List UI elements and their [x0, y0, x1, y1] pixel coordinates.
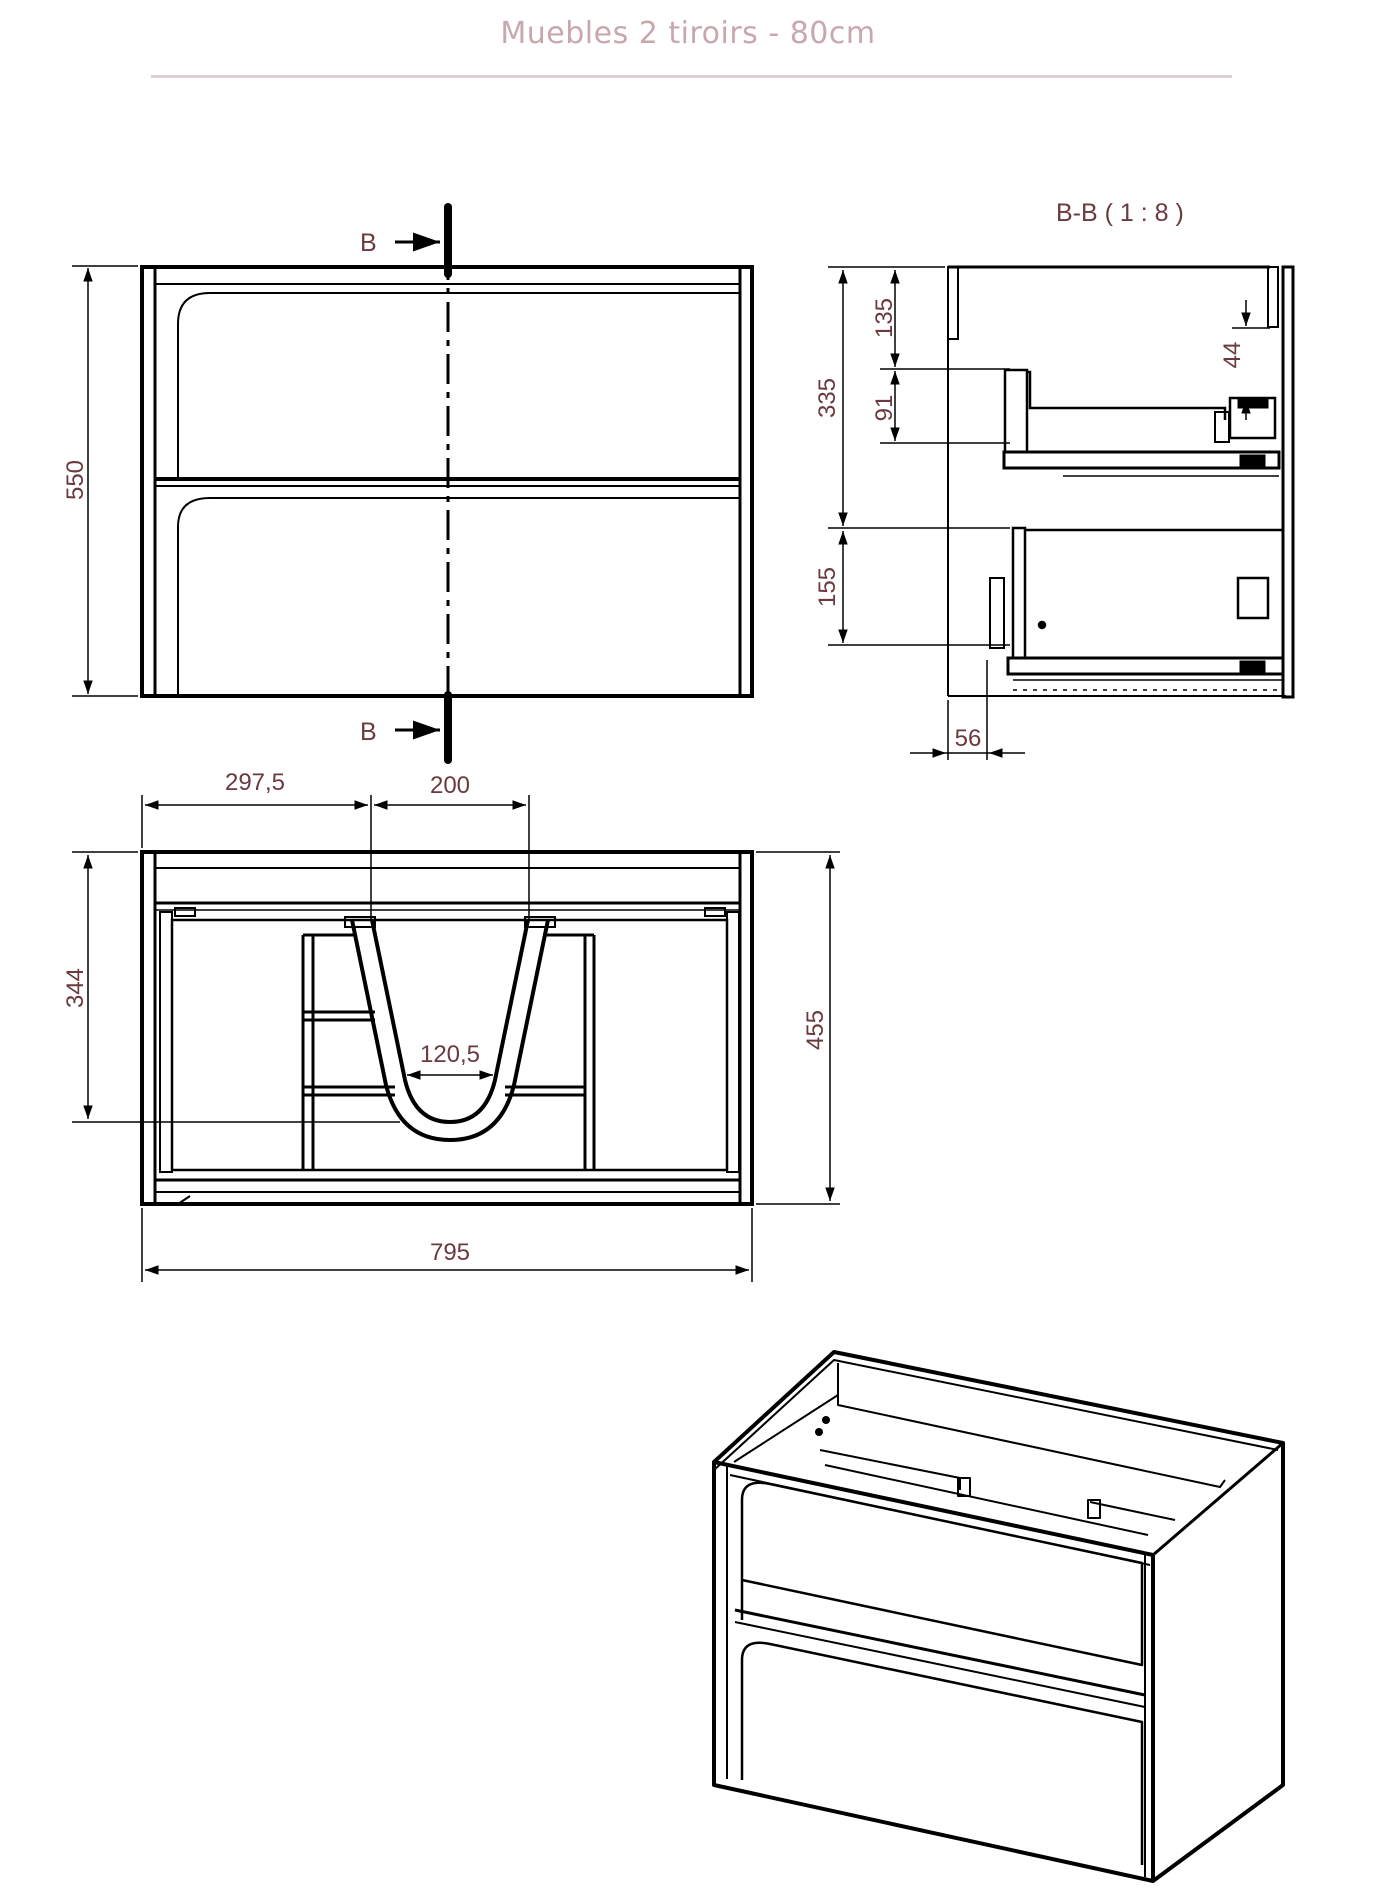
dim-135-label: 135 [871, 298, 898, 338]
iso-lower-drawer [740, 1641, 1144, 1865]
dim-200-label: 200 [430, 772, 470, 799]
title-divider [151, 75, 1232, 78]
upper-drawer-grip-curve [177, 292, 740, 479]
dim-91-label: 91 [871, 395, 898, 422]
dim-2975-label: 297,5 [225, 769, 285, 796]
siphon-cutout-outer [350, 919, 550, 1143]
page-title: Muebles 2 tiroirs - 80cm [500, 16, 876, 51]
dim-56-label: 56 [955, 725, 982, 752]
isometric-view [712, 1350, 1285, 1883]
section-mark-bottom: B [360, 718, 377, 746]
dim-795-label: 795 [430, 1239, 470, 1266]
section-lower-drawer [989, 526, 1285, 691]
section-dims [828, 266, 1270, 760]
dim-335-label: 335 [814, 378, 841, 418]
dim-550-label: 550 [62, 460, 89, 500]
section-upper-drawer [1002, 368, 1281, 477]
iso-upper-drawer [740, 1481, 1144, 1667]
section-back-panel [1281, 265, 1295, 699]
lower-drawer-grip-curve [177, 497, 740, 696]
siphon-cutout-inner [370, 919, 530, 1125]
dim-455-label: 455 [802, 1010, 829, 1050]
top-view [140, 850, 754, 1206]
section-view [947, 265, 1295, 699]
dim-344-label: 344 [62, 968, 89, 1008]
section-mark-top: B [360, 229, 377, 257]
top-dims [72, 795, 840, 1282]
dim-44-label: 44 [1219, 342, 1246, 369]
dim-1205-label: 120,5 [420, 1041, 480, 1068]
top-cabinet-outline [140, 850, 754, 1206]
section-title: B-B ( 1 : 8 ) [1056, 199, 1184, 227]
dim-155-label: 155 [814, 567, 841, 607]
dim-550 [72, 265, 138, 697]
